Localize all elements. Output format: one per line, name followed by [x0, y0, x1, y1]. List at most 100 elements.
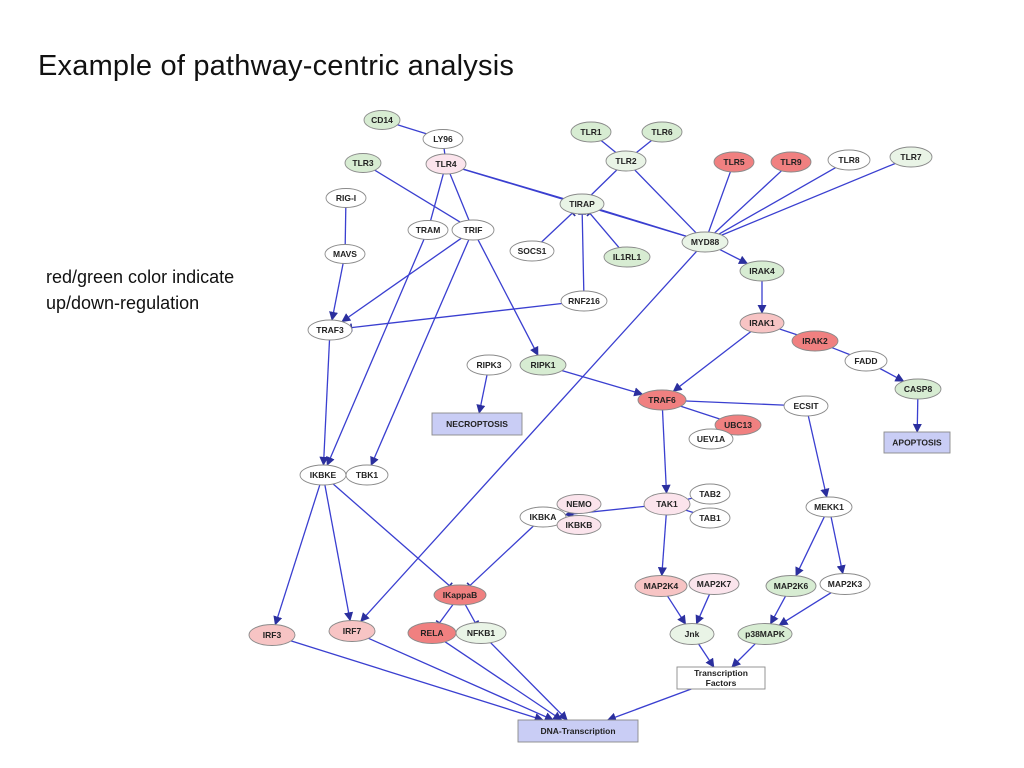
- edge-traf6-to-tak1: [661, 409, 671, 494]
- node-shape-ripk1: [519, 354, 567, 376]
- edge-jnk-to-transcriptionfactors: [698, 643, 715, 668]
- node-tlr6: TLR6: [641, 121, 683, 143]
- node-label-mavs: MAVS: [333, 249, 357, 259]
- node-shape-tlr7: [889, 146, 933, 168]
- node-shape-il1rl1: [603, 246, 651, 268]
- node-shape-tlr6: [641, 121, 683, 143]
- node-tlr2: TLR2: [605, 150, 647, 172]
- node-shape-trif: [451, 219, 495, 241]
- node-label-tlr4: TLR4: [435, 159, 457, 169]
- node-rnf216: RNF216: [560, 290, 608, 312]
- box-shape-transcriptionfactors: [676, 666, 766, 690]
- node-label-tirap: TIRAP: [569, 199, 595, 209]
- node-trif: TRIF: [451, 219, 495, 241]
- edge-tlr6-to-tlr2: [636, 139, 652, 154]
- node-label-ikbkb: IKBKB: [566, 520, 593, 530]
- node-label-nemo: NEMO: [566, 499, 592, 509]
- node-shape-irf3: [248, 624, 296, 646]
- node-tab1: TAB1: [689, 507, 731, 529]
- edge-tram-to-ikbke: [326, 239, 425, 467]
- node-casp8: CASP8: [894, 378, 942, 400]
- box-shape-necroptosis: [431, 412, 523, 436]
- edge-rig-i-to-mavs: [344, 207, 347, 245]
- node-cd14: CD14: [363, 110, 401, 130]
- node-shape-tbk1: [345, 464, 389, 486]
- node-label-ly96: LY96: [433, 134, 453, 144]
- box-label-dna: DNA-Transcription: [540, 726, 615, 736]
- edge-tlr4-to-trif: [449, 173, 470, 221]
- node-ripk1: RIPK1: [519, 354, 567, 376]
- edge-nfkb1-to-dna: [490, 642, 568, 721]
- edge-map2k4-to-jnk: [667, 595, 687, 625]
- edge-socs1-to-tirap: [541, 212, 573, 243]
- node-label-socs1: SOCS1: [518, 246, 547, 256]
- node-map2k7: MAP2K7: [688, 573, 740, 595]
- node-tlr4: TLR4: [425, 153, 467, 175]
- node-nemo: NEMO: [556, 494, 602, 514]
- node-socs1: SOCS1: [509, 240, 555, 262]
- edge-ikappab-to-rela: [438, 604, 454, 624]
- node-shape-tlr1: [570, 121, 612, 143]
- node-shape-fadd: [844, 350, 888, 372]
- edge-cd14-to-ly96: [397, 124, 427, 135]
- node-irak4: IRAK4: [739, 260, 785, 282]
- node-label-trif: TRIF: [464, 225, 483, 235]
- box-shape-apoptosis: [883, 431, 951, 454]
- node-mekk1: MEKK1: [805, 496, 853, 518]
- node-label-tlr5: TLR5: [723, 157, 745, 167]
- edge-map2k3-to-p38mapk: [778, 592, 832, 626]
- edge-myd88-to-irf7: [360, 250, 698, 622]
- node-shape-ubc13: [714, 414, 762, 436]
- edge-irak2-to-fadd: [831, 347, 851, 356]
- box-necroptosis: NECROPTOSIS: [431, 412, 523, 436]
- node-p38mapk: p38MAPK: [737, 623, 793, 645]
- node-ubc13: UBC13: [714, 414, 762, 436]
- node-label-rig-i: RIG-I: [336, 193, 356, 203]
- node-rig-i: RIG-I: [325, 188, 367, 208]
- node-label-traf6: TRAF6: [648, 395, 676, 405]
- edge-myd88-to-irak4: [719, 249, 749, 265]
- node-label-tlr1: TLR1: [580, 127, 602, 137]
- note-line-2: up/down-regulation: [46, 293, 200, 313]
- node-shape-cd14: [363, 110, 401, 130]
- node-myd88: MYD88: [681, 231, 729, 253]
- node-shape-myd88: [681, 231, 729, 253]
- node-label-map2k4: MAP2K4: [644, 581, 679, 591]
- edge-tlr8-to-myd88: [718, 167, 836, 235]
- node-tbk1: TBK1: [345, 464, 389, 486]
- node-label-tlr9: TLR9: [780, 157, 802, 167]
- box-dna: DNA-Transcription: [517, 719, 639, 743]
- node-shape-tlr3: [344, 153, 382, 173]
- edge-traf6-to-ubc13: [680, 405, 720, 420]
- edge-traf6-to-ecsit: [685, 400, 785, 406]
- node-label-p38mapk: p38MAPK: [745, 629, 786, 639]
- node-map2k3: MAP2K3: [819, 573, 871, 595]
- node-shape-nfkb1: [455, 622, 507, 644]
- box-label-transcriptionfactors-line1: Transcription: [694, 668, 748, 678]
- node-label-ikappab: IKappaB: [443, 590, 477, 600]
- node-shape-tab1: [689, 507, 731, 529]
- node-irak2: IRAK2: [791, 330, 839, 352]
- node-shape-traf6: [637, 389, 687, 411]
- node-shape-tram: [407, 220, 449, 240]
- node-traf3: TRAF3: [307, 319, 353, 341]
- edge-trif-to-traf3: [341, 237, 462, 323]
- node-tlr7: TLR7: [889, 146, 933, 168]
- node-shape-nemo: [556, 494, 602, 514]
- node-map2k4: MAP2K4: [634, 575, 688, 597]
- edge-ecsit-to-mekk1: [807, 415, 830, 498]
- node-label-map2k3: MAP2K3: [828, 579, 863, 589]
- node-label-nfkb1: NFKB1: [467, 628, 496, 638]
- edge-mavs-to-traf3: [329, 263, 344, 321]
- edge-ikbka-to-ikappab: [469, 525, 534, 587]
- node-irak1: IRAK1: [739, 312, 785, 334]
- edge-ripk3-to-necroptosis: [476, 374, 488, 414]
- node-map2k6: MAP2K6: [765, 575, 817, 597]
- color-legend-note: red/green color indicate up/down-regulat…: [46, 264, 234, 316]
- node-label-ikbka: IKBKA: [530, 512, 557, 522]
- node-label-tak1: TAK1: [656, 499, 678, 509]
- node-shape-ripk3: [466, 354, 512, 376]
- node-shape-irak4: [739, 260, 785, 282]
